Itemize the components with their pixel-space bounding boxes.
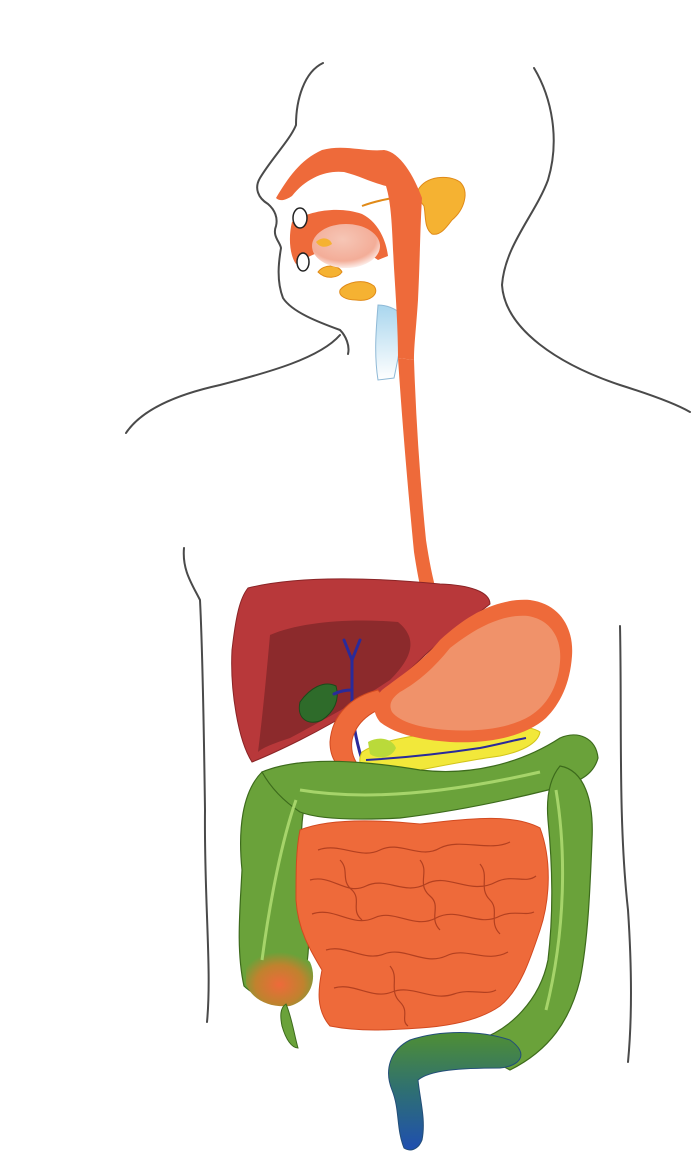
- hepatic-duct-right: [350, 638, 362, 662]
- appendix: [246, 952, 314, 1007]
- esophagus: [398, 358, 452, 648]
- small-intestine: [295, 817, 549, 1031]
- taenia-coli-descending: [544, 789, 565, 1011]
- pancreas-head: [368, 738, 396, 758]
- taenia-coli-ascending: [260, 799, 298, 961]
- submandibular-gland: [339, 281, 377, 301]
- hepatic-duct-left: [342, 638, 354, 662]
- intestine-loop-d: [389, 965, 409, 1027]
- transverse-colon: [261, 734, 599, 820]
- upper-lip: [292, 207, 308, 229]
- pancreatic-duct: [365, 737, 527, 761]
- appendix-tail: [280, 1003, 299, 1049]
- stomach: [374, 599, 573, 743]
- intestine-fold-1: [317, 841, 511, 854]
- body-outline: [125, 62, 691, 1063]
- intestine-fold-4: [325, 948, 509, 960]
- tongue-tip: [316, 238, 332, 247]
- sublingual-gland: [317, 265, 343, 278]
- left-shoulder: [125, 334, 341, 434]
- lips: [292, 207, 310, 272]
- tongue: [312, 224, 380, 268]
- face-profile: [256, 62, 350, 355]
- intestine-loop-b: [419, 859, 441, 931]
- right-side: [619, 625, 632, 1063]
- intestine-loop-c: [479, 863, 501, 935]
- stomach-interior: [390, 615, 561, 731]
- large-intestine: [238, 734, 599, 1071]
- parotid-gland: [416, 176, 466, 235]
- nasal-cavity-and-pharynx: [276, 147, 422, 360]
- neck-back: [501, 67, 691, 413]
- rectum: [388, 1032, 522, 1151]
- intestine-fold-3: [311, 911, 535, 923]
- intestine-fold-5: [333, 986, 497, 997]
- cystic-duct: [332, 688, 354, 696]
- small-intestine-mass: [295, 817, 549, 1031]
- left-side: [182, 547, 210, 1023]
- taenia-coli-transverse: [299, 770, 541, 797]
- lower-lip: [296, 252, 310, 272]
- gallbladder: [298, 683, 338, 723]
- intestine-loop-a: [339, 859, 363, 921]
